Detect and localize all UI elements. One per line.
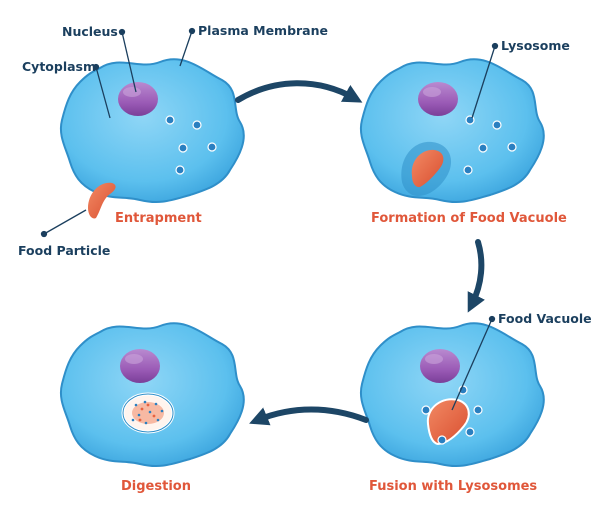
food-vacuole [426,398,470,446]
arrow-fusion-to-digestion [249,406,369,426]
food-particle-engulfing [411,149,444,188]
cell-fusion [360,322,545,468]
digestive-vacuole [121,392,175,434]
cell-formation [360,58,545,204]
cell-entrapment [60,58,245,204]
stage-label-formation: Formation of Food Vacuole [371,211,567,226]
cell-digestion [60,322,245,468]
lysosomes-fusing [421,385,483,445]
label-food-particle: Food Particle [18,243,110,258]
label-cytoplasm: Cytoplasm [22,59,96,74]
nucleus [420,349,460,383]
nucleus [120,349,160,383]
leader-lines [40,27,499,411]
label-nucleus: Nucleus [62,24,118,39]
cell-membrane [360,322,545,468]
lysosomes [165,115,217,175]
nucleus [418,82,458,116]
lysosomes [463,115,517,175]
label-plasma-membrane: Plasma Membrane [198,23,328,38]
stage-label-fusion: Fusion with Lysosomes [369,479,537,494]
cell-membrane [360,58,545,204]
label-food-vacuole: Food Vacuole [498,311,592,326]
arrow-entrapment-to-formation [235,80,363,103]
arrow-formation-to-fusion [467,239,485,313]
stage-label-entrapment: Entrapment [115,211,202,226]
label-lysosome: Lysosome [501,38,570,53]
food-particle [88,182,116,219]
stage-label-digestion: Digestion [121,479,191,494]
cell-membrane [60,58,245,204]
nucleus [118,82,158,116]
